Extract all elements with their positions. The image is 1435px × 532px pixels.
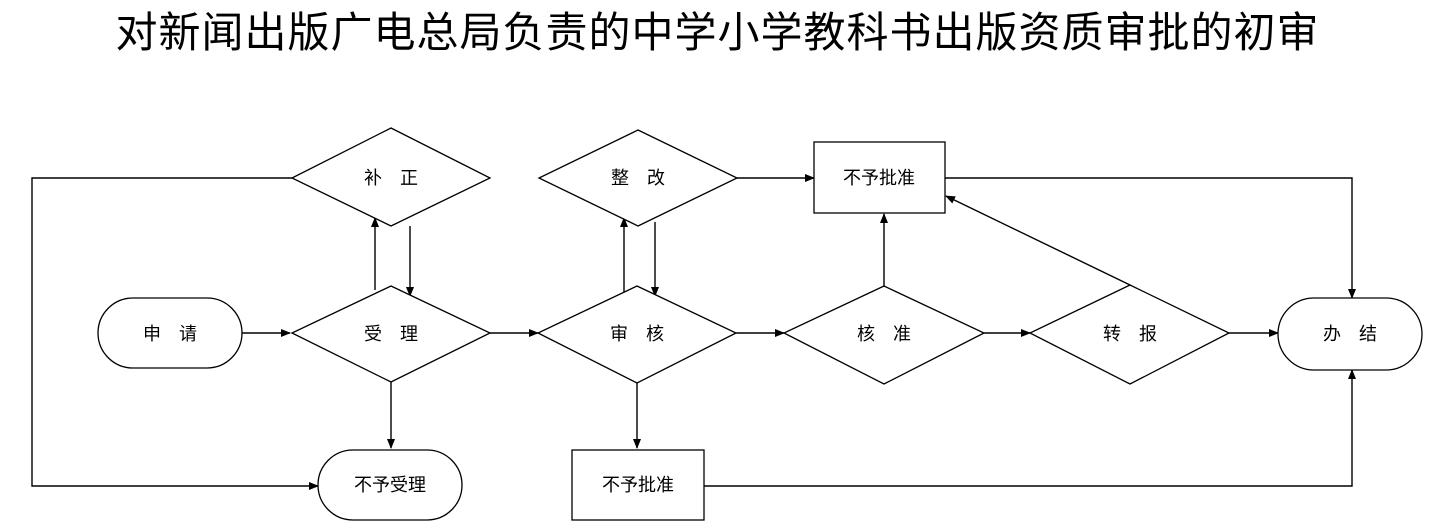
reject-top-box-shape bbox=[813, 141, 946, 214]
supplement-decision-shape bbox=[290, 127, 492, 227]
supplement-label: 补 正 bbox=[364, 168, 418, 189]
node-complete: 办 结 bbox=[1277, 297, 1423, 371]
edge-reject-review-to-complete bbox=[704, 369, 1356, 487]
reject-accept-label: 不予受理 bbox=[354, 475, 426, 496]
approve-label: 核 准 bbox=[857, 324, 911, 345]
approve-decision-shape bbox=[782, 285, 986, 385]
apply-terminal-shape bbox=[97, 297, 243, 369]
edge-forward-to-reject-top bbox=[945, 195, 1131, 286]
node-reject-top: 不予批准 bbox=[813, 141, 946, 214]
rectify-decision-shape bbox=[537, 129, 739, 227]
page-title: 对新闻出版广电总局负责的中学小学教科书出版资质审批的初审 bbox=[115, 8, 1320, 57]
review-decision-shape bbox=[536, 285, 738, 384]
apply-label: 申 请 bbox=[143, 324, 197, 345]
reject-accept-terminal-shape bbox=[317, 449, 463, 521]
reject-review-label: 不予批准 bbox=[602, 475, 674, 496]
accept-decision-shape bbox=[290, 285, 492, 383]
edges bbox=[31, 174, 1356, 490]
review-label: 审 核 bbox=[610, 324, 664, 345]
edge-supplement-to-reject-accept bbox=[31, 177, 319, 490]
rectify-label: 整 改 bbox=[611, 168, 665, 189]
complete-label: 办 结 bbox=[1323, 324, 1377, 345]
node-accept: 受 理 bbox=[290, 285, 492, 383]
edge-reject-top-to-complete bbox=[945, 177, 1356, 299]
accept-label: 受 理 bbox=[364, 324, 418, 345]
node-supplement: 补 正 bbox=[290, 127, 492, 227]
forward-decision-shape bbox=[1028, 284, 1231, 385]
node-approve: 核 准 bbox=[782, 285, 986, 385]
node-rectify: 整 改 bbox=[537, 129, 739, 227]
node-reject-review: 不予批准 bbox=[571, 449, 705, 521]
complete-terminal-shape bbox=[1277, 297, 1423, 371]
node-apply: 申 请 bbox=[97, 297, 243, 369]
node-reject-accept: 不予受理 bbox=[317, 449, 463, 521]
reject-top-label: 不予批准 bbox=[843, 168, 915, 189]
node-review: 审 核 bbox=[536, 285, 738, 384]
node-forward: 转 报 bbox=[1028, 284, 1231, 385]
forward-label: 转 报 bbox=[1103, 324, 1157, 345]
reject-review-box-shape bbox=[571, 449, 705, 521]
